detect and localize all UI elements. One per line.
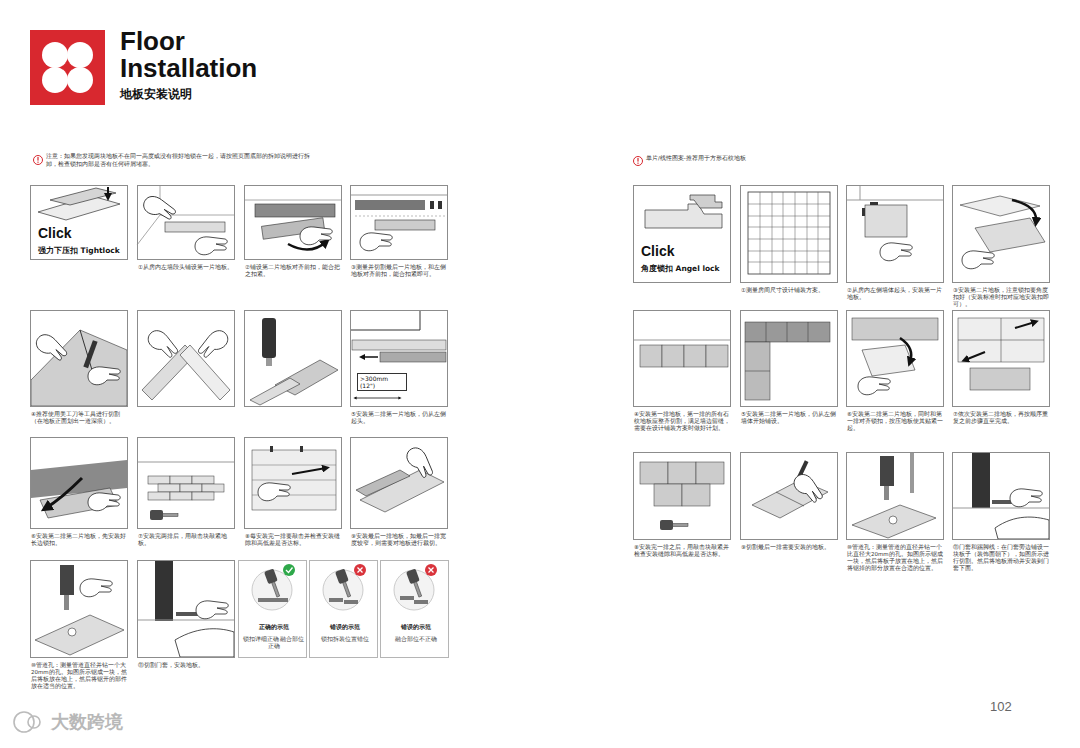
step-panel: >300mm (12")⑤安装第二排第一片地板，仍从左侧起头。 bbox=[350, 310, 448, 407]
step-panel: ③测量并切割最后一片地板，和左侧地板对齐前扣，能合扣紧即可。 bbox=[350, 185, 448, 260]
step-panel: ⑩管道孔：测量管道直径并钻一个大20mm的孔。如图所示锯成一块，然后将板放在地上… bbox=[30, 560, 128, 658]
step-panel: ⑤安装第二排第一片地板，仍从左侧墙体开始铺设。 bbox=[740, 310, 838, 407]
lock-panel: Click 强力下压扣 Tightlock bbox=[30, 185, 128, 260]
step-caption: ⑩管道孔：测量管道的直径并钻一个比直径大20mm的孔。如图所示锯成一块，然后将板… bbox=[847, 544, 947, 573]
lock-panel: Click 角度锁扣 Angel lock bbox=[633, 185, 731, 283]
example-note: 锁扣拆装位置错位 bbox=[313, 636, 376, 643]
example-heading: 正确的示范 bbox=[242, 623, 305, 630]
step-caption: ⑨切割最后一排需要安装的地板。 bbox=[741, 544, 841, 551]
step-panel: ⑥安装第二排第二片地板，先安装好长边锁扣。 bbox=[30, 437, 128, 529]
step-caption: ②铺设第二片地板对齐前扣，能合把之扣紧。 bbox=[245, 264, 345, 278]
step-caption: ③安装第二片地板，注意锁扣要角度扣好（安装标准时扣对应地安装扣即可）。 bbox=[953, 287, 1053, 308]
note-text: 注意：如果您发现两块地板不在同一高度或没有很好地锁在一起，请按照页面底部的拆卸说… bbox=[46, 153, 318, 168]
example-heading: 错误的示范 bbox=[313, 623, 376, 630]
dimension-label: >300mm (12") bbox=[357, 373, 407, 391]
step-caption: ⑤安装第二排第一片地板，仍从左侧墙体开始铺设。 bbox=[741, 411, 841, 425]
step-caption: ⑪切割门套，安装地板。 bbox=[138, 662, 238, 669]
step-caption: ③测量并切割最后一片地板，和左侧地板对齐前扣，能合扣紧即可。 bbox=[351, 264, 451, 278]
step-caption: ④安装第一排地板，第一排的所有石纹地板应整齐切割，满足墙边留缝，需要在设计铺装方… bbox=[634, 411, 734, 432]
lock-type: 角度锁扣 Angel lock bbox=[641, 264, 729, 273]
step-panel: ②从房内左侧墙体起头，安装第一片地板。 bbox=[846, 185, 944, 283]
step-panel: ④安装第一排地板，第一排的所有石纹地板应整齐切割，满足墙边留缝，需要在设计铺装方… bbox=[633, 310, 731, 407]
lock-type: 强力下压扣 Tightlock bbox=[38, 246, 126, 255]
step-panel: ②铺设第二片地板对齐前扣，能合把之扣紧。 bbox=[244, 185, 342, 260]
step-panel: ⑧每安装完一排要敲击并检查安装缝隙和高低差是否达标。 bbox=[244, 437, 342, 529]
example-panel: 错误的示范融合部位不正确 bbox=[380, 560, 449, 658]
step-panel: ⑩管道孔：测量管道的直径并钻一个比直径大20mm的孔。如图所示锯成一块，然后将板… bbox=[846, 452, 944, 540]
lock-name: Click bbox=[641, 244, 725, 258]
step-panel: ①从房内左墙段头铺设第一片地板。 bbox=[137, 185, 235, 260]
note-text: 单片/线性图案-推荐用于方形石纹地板 bbox=[646, 155, 946, 163]
step-panel: ⑦安装完两排后，用敲击块敲紧地板。 bbox=[137, 437, 235, 529]
step-caption: ⑧安装完一排之后，用敲击块敲紧并检查安装缝隙和高低差是否达标。 bbox=[634, 544, 734, 558]
step-caption: ①从房内左墙段头铺设第一片地板。 bbox=[138, 264, 238, 271]
step-caption: ⑦依次安装第二排地板，再按顺序重复之前步骤直至完成。 bbox=[953, 411, 1053, 425]
step-caption: ⑪门套和踢脚线：在门套旁边铺设一块板子（装饰面朝下），如图所示进行切割。然后将地… bbox=[953, 544, 1053, 573]
watermark: 大数跨境 bbox=[51, 711, 161, 733]
subtitle: 地板安装说明 bbox=[120, 87, 320, 101]
step-panel: ⑥安装第二排第二片地板，同时和第一排对齐锁扣，按压地板使其贴紧一起。 bbox=[846, 310, 944, 407]
step-caption: ⑥安装第二排第二片地板，先安装好长边锁扣。 bbox=[31, 533, 131, 547]
step-caption: ①测量房间尺寸设计铺装方案。 bbox=[741, 287, 841, 294]
step-caption: ⑥安装第二排第二片地板，同时和第一排对齐锁扣，按压地板使其贴紧一起。 bbox=[847, 411, 947, 432]
step-caption: ④推荐使用美工刀等工具进行切割（在地板正面划出一道深痕）。 bbox=[31, 411, 131, 425]
page-number: 102 bbox=[990, 699, 1030, 715]
step-caption: ②从房内左侧墙体起头，安装第一片地板。 bbox=[847, 287, 947, 301]
example-note: 锁扣详细正确 融合部位正确 bbox=[242, 636, 305, 650]
step-panel: ⑪切割门套，安装地板。 bbox=[137, 560, 235, 658]
example-panel: 错误的示范锁扣拆装位置错位 bbox=[309, 560, 378, 658]
step-panel: ⑨切割最后一排需要安装的地板。 bbox=[740, 452, 838, 540]
step-panel: ④推荐使用美工刀等工具进行切割（在地板正面划出一道深痕）。 bbox=[30, 310, 128, 407]
example-panel: 正确的示范锁扣详细正确 融合部位正确 bbox=[238, 560, 307, 658]
watermark-logo bbox=[14, 712, 40, 732]
example-heading: 错误的示范 bbox=[384, 623, 447, 630]
step-panel: ⑪门套和踢脚线：在门套旁边铺设一块板子（装饰面朝下），如图所示进行切割。然后将地… bbox=[952, 452, 1050, 540]
brand-logo bbox=[30, 30, 105, 105]
step-panel: ①测量房间尺寸设计铺装方案。 bbox=[740, 185, 838, 283]
step-panel: ⑦依次安装第二排地板，再按顺序重复之前步骤直至完成。 bbox=[952, 310, 1050, 407]
step-caption: ⑨安装最后一排地板，如最后一排宽度较窄，则需要对地板进行裁切。 bbox=[351, 533, 451, 547]
page-title: Floor Installation bbox=[120, 28, 280, 82]
step-caption: ⑧每安装完一排要敲击并检查安装缝隙和高低差是否达标。 bbox=[245, 533, 345, 547]
step-panel: ③安装第二片地板，注意锁扣要角度扣好（安装标准时扣对应地安装扣即可）。 bbox=[952, 185, 1050, 283]
step-caption: ⑤安装第二排第一片地板，仍从左侧起头。 bbox=[351, 411, 451, 425]
step-panel: ⑨安装最后一排地板，如最后一排宽度较窄，则需要对地板进行裁切。 bbox=[350, 437, 448, 529]
step-panel: ⑧安装完一排之后，用敲击块敲紧并检查安装缝隙和高低差是否达标。 bbox=[633, 452, 731, 540]
step-caption: ⑩管道孔：测量管道直径并钻一个大20mm的孔。如图所示锯成一块，然后将板放在地上… bbox=[31, 662, 131, 691]
example-icons bbox=[252, 564, 437, 610]
step-caption: ⑦安装完两排后，用敲击块敲紧地板。 bbox=[138, 533, 238, 547]
lock-name: Click bbox=[38, 226, 122, 240]
example-note: 融合部位不正确 bbox=[384, 636, 447, 643]
